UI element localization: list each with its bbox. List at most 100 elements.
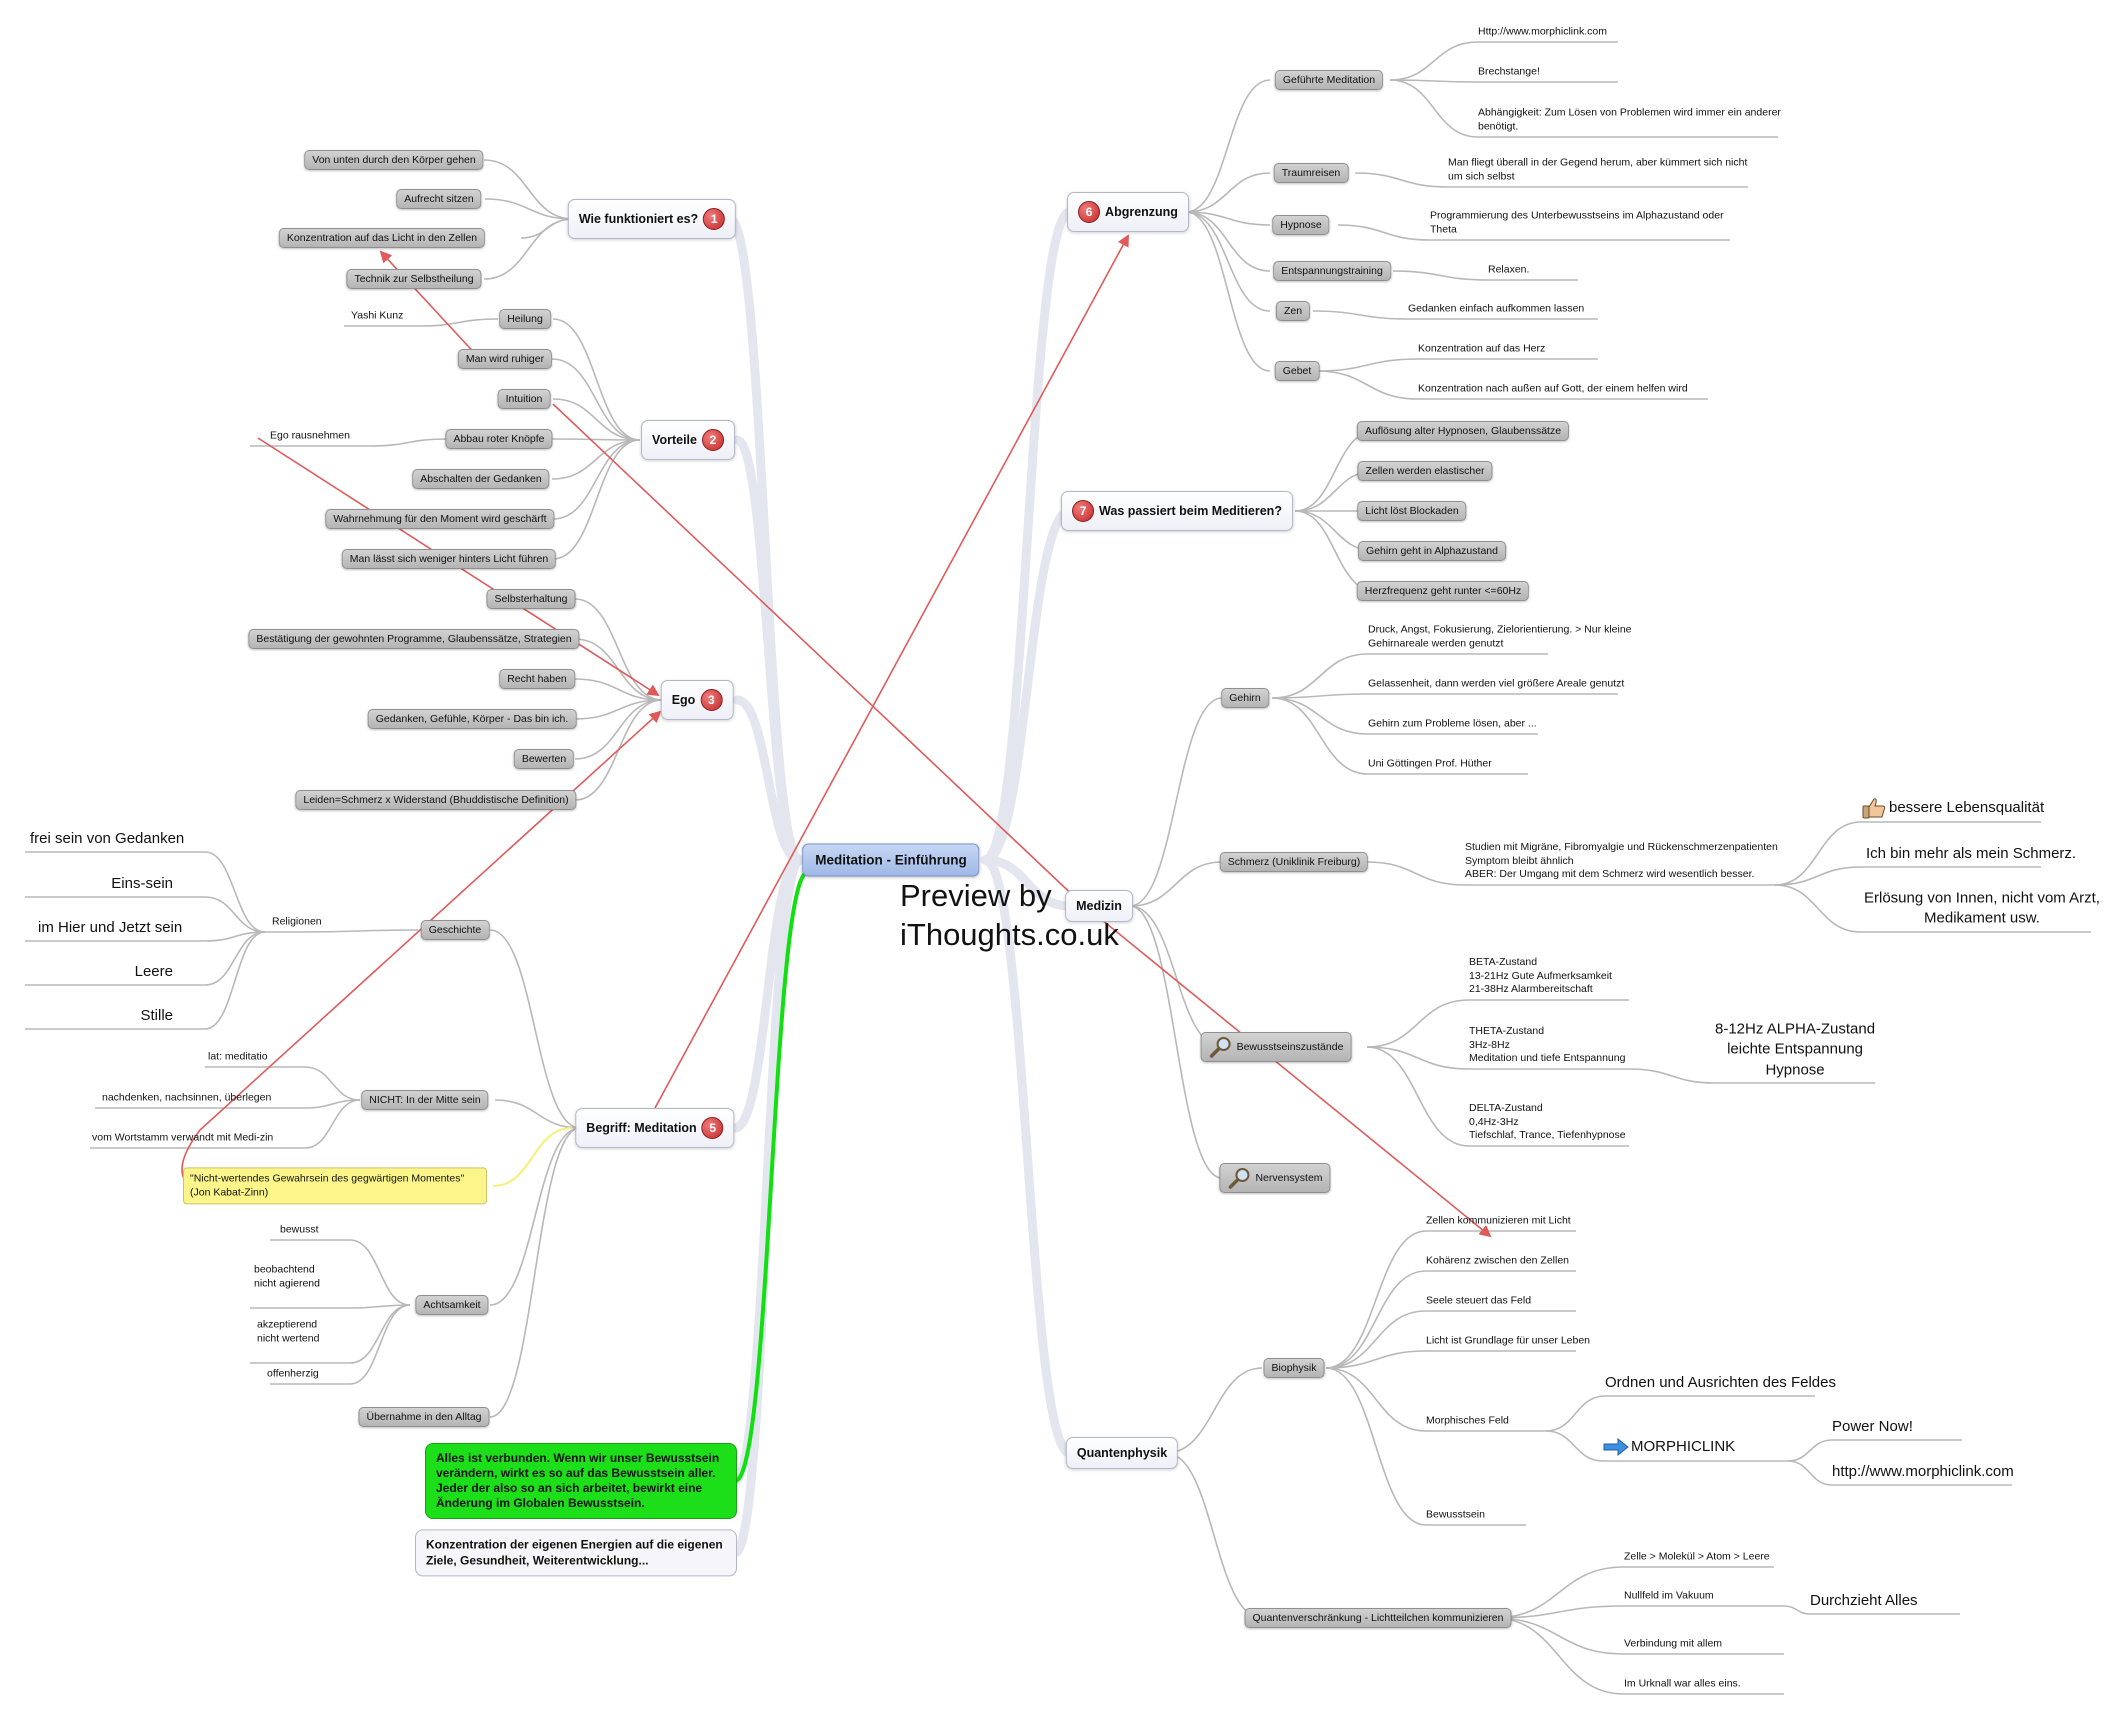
node-zen[interactable]: Zen bbox=[1275, 301, 1311, 321]
leaf-line: Abhängigkeit: Zum Lösen von Problemen wi… bbox=[1478, 106, 1781, 119]
node-recht-haben[interactable]: Recht haben bbox=[499, 669, 575, 689]
main-branch-connector bbox=[980, 855, 1075, 1458]
node-technik-selbstheilung[interactable]: Technik zur Selbstheilung bbox=[346, 269, 482, 289]
node-herzfrequenz[interactable]: Herzfrequenz geht runter <=60Hz bbox=[1356, 581, 1530, 601]
node-selbsterhaltung[interactable]: Selbsterhaltung bbox=[486, 589, 576, 609]
node-zellen-elastischer[interactable]: Zellen werden elastischer bbox=[1357, 461, 1493, 481]
node-nervensystem[interactable]: Nervensystem bbox=[1219, 1163, 1331, 1193]
topic-vorteile[interactable]: Vorteile 2 bbox=[641, 420, 735, 460]
leaf-connector bbox=[304, 1066, 361, 1101]
yellow-branch-connector bbox=[492, 1127, 573, 1187]
leaf-ordnen-feld: Ordnen und Ausrichten des Feldes bbox=[1605, 1373, 1836, 1391]
node-nicht-in-der-mitte[interactable]: NICHT: In der Mitte sein bbox=[361, 1090, 489, 1110]
leaf-line: akzeptierend bbox=[257, 1318, 318, 1331]
leaf-frei-sein: frei sein von Gedanken bbox=[30, 829, 185, 847]
leaf-seele-feld: Seele steuert das Feld bbox=[1426, 1294, 1532, 1307]
leaf-kohaerenz: Kohärenz zwischen den Zellen bbox=[1426, 1254, 1570, 1267]
leaf-connector bbox=[299, 929, 419, 933]
note-alles-verbunden[interactable]: Alles ist verbunden. Wenn wir unser Bewu… bbox=[425, 1443, 737, 1519]
node-geschichte[interactable]: Geschichte bbox=[420, 920, 490, 940]
node-abschalten-gedanken[interactable]: Abschalten der Gedanken bbox=[412, 469, 550, 489]
watermark-line-2: iThoughts.co.uk bbox=[900, 916, 1119, 952]
node-schmerz-uniklinik[interactable]: Schmerz (Uniklinik Freiburg) bbox=[1219, 852, 1369, 872]
leaf-connector bbox=[1325, 1270, 1427, 1369]
leaf-line: THETA-Zustand bbox=[1469, 1025, 1545, 1038]
node-gehirn[interactable]: Gehirn bbox=[1221, 688, 1269, 708]
node-bewerten[interactable]: Bewerten bbox=[513, 749, 575, 769]
subtopic-connector bbox=[552, 439, 641, 560]
topic-label: Ego bbox=[671, 693, 696, 707]
leaf-line: MORPHICLINK bbox=[1631, 1437, 1736, 1455]
leaf-connector bbox=[1316, 358, 1419, 372]
node-quantenverschraenkung[interactable]: Quantenverschränkung - Lichtteilchen kom… bbox=[1244, 1608, 1512, 1628]
node-bestaetigung[interactable]: Bestätigung der gewohnten Programme, Gla… bbox=[248, 629, 580, 649]
note-kabat-zinn[interactable]: "Nicht-wertendes Gewahrsein des gegwärti… bbox=[183, 1167, 487, 1205]
node-licht-loest-blockaden[interactable]: Licht löst Blockaden bbox=[1357, 501, 1467, 521]
leaf-connector bbox=[1316, 370, 1419, 400]
node-gedanken-gefuehle[interactable]: Gedanken, Gefühle, Körper - Das bin ich. bbox=[367, 709, 577, 729]
priority-2-badge: 2 bbox=[701, 429, 724, 451]
note-konzentration-energien[interactable]: Konzentration der eigenen Energien auf d… bbox=[415, 1529, 737, 1577]
node-achtsamkeit[interactable]: Achtsamkeit bbox=[415, 1295, 489, 1315]
node-hypnose[interactable]: Hypnose bbox=[1272, 215, 1330, 235]
node-konzentration-licht[interactable]: Konzentration auf das Licht in den Zelle… bbox=[278, 228, 486, 248]
node-gehirn-alphazustand[interactable]: Gehirn geht in Alphazustand bbox=[1358, 541, 1506, 561]
leaf-connector bbox=[1271, 653, 1369, 699]
leaf-connector bbox=[1783, 1605, 1811, 1615]
node-aufloesung-hypnosen[interactable]: Auflösung alter Hypnosen, Glaubenssätze bbox=[1356, 421, 1570, 441]
node-traumreisen[interactable]: Traumreisen bbox=[1273, 163, 1349, 183]
node-heilung[interactable]: Heilung bbox=[499, 309, 551, 329]
subtopic-connector bbox=[483, 159, 574, 220]
subtopic-connector bbox=[1129, 905, 1223, 1179]
node-gebet[interactable]: Gebet bbox=[1274, 361, 1320, 381]
topic-was-passiert[interactable]: 7 Was passiert beim Meditieren? bbox=[1061, 491, 1293, 531]
subtopic-connector bbox=[1185, 79, 1271, 213]
leaf-connector bbox=[1271, 697, 1369, 735]
leaf-connector bbox=[1774, 866, 1862, 886]
node-weniger-hinters-licht[interactable]: Man lässt sich weniger hinters Licht füh… bbox=[341, 549, 557, 569]
topic-abgrenzung[interactable]: 6 Abgrenzung bbox=[1067, 192, 1189, 232]
node-gefuehrte-meditation[interactable]: Geführte Meditation bbox=[1274, 70, 1384, 90]
leaf-stille: Stille bbox=[140, 1006, 173, 1024]
leaf-connector bbox=[1325, 1230, 1427, 1369]
leaf-ego-rausnehmen: Ego rausnehmen bbox=[270, 429, 350, 442]
node-biophysik[interactable]: Biophysik bbox=[1263, 1358, 1325, 1378]
leaf-line: nicht agierend bbox=[254, 1277, 320, 1290]
leaf-line: 21-38Hz Alarmbereitschaft bbox=[1469, 983, 1593, 996]
node-uebernahme-alltag[interactable]: Übernahme in den Alltag bbox=[358, 1407, 490, 1427]
thumbs-up-icon bbox=[1861, 797, 1887, 819]
leaf-connector bbox=[349, 1304, 411, 1364]
leaf-programmierung: Programmierung des Unterbewusstseins im … bbox=[1430, 210, 1724, 240]
subtopic-connector bbox=[552, 398, 641, 441]
leaf-line: Hypnose bbox=[1765, 1060, 1825, 1078]
leaf-verbindung-allem: Verbindung mit allem bbox=[1624, 1637, 1723, 1650]
node-leiden[interactable]: Leiden=Schmerz x Widerstand (Bhuddistisc… bbox=[295, 790, 577, 810]
leaf-line: Symptom bleibt ähnlich bbox=[1465, 854, 1574, 867]
leaf-connector bbox=[419, 318, 499, 327]
node-von-unten[interactable]: Von unten durch den Körper gehen bbox=[304, 150, 484, 170]
leaf-erloesung: Erlösung von Innen, nicht vom Arzt,Medik… bbox=[1864, 889, 2100, 933]
topic-ego[interactable]: Ego 3 bbox=[660, 680, 734, 720]
leaf-relaxen: Relaxen. bbox=[1488, 263, 1530, 276]
leaf-zelle-molekuel: Zelle > Molekül > Atom > Leere bbox=[1624, 1550, 1770, 1563]
central-topic[interactable]: Meditation - Einführung bbox=[802, 843, 980, 877]
topic-begriff-meditation[interactable]: Begriff: Meditation 5 bbox=[575, 1108, 735, 1148]
node-man-wird-ruhiger[interactable]: Man wird ruhiger bbox=[457, 349, 553, 369]
topic-quantenphysik[interactable]: Quantenphysik bbox=[1065, 1437, 1179, 1469]
topic-wie-funktioniert[interactable]: Wie funktioniert es? 1 bbox=[567, 199, 737, 239]
leaf-man-fliegt: Man fliegt überall in der Gegend herum, … bbox=[1448, 157, 1747, 187]
node-abbau-roter-knoepfe[interactable]: Abbau roter Knöpfe bbox=[445, 429, 553, 449]
node-label: Bewusstseinszustände bbox=[1236, 1040, 1344, 1053]
subtopic-connector bbox=[489, 1127, 581, 1306]
node-intuition[interactable]: Intuition bbox=[497, 389, 551, 409]
node-wahrnehmung[interactable]: Wahrnehmung für den Moment wird geschärf… bbox=[325, 509, 555, 529]
topic-medizin[interactable]: Medizin bbox=[1065, 890, 1133, 922]
leaf-bewusstsein: Bewusstsein bbox=[1426, 1508, 1485, 1521]
node-bewusstseinszustaende[interactable]: Bewusstseinszustände bbox=[1200, 1032, 1352, 1062]
node-aufrecht-sitzen[interactable]: Aufrecht sitzen bbox=[396, 189, 482, 209]
node-entspannungstraining[interactable]: Entspannungstraining bbox=[1273, 261, 1391, 281]
main-branch-connector bbox=[732, 695, 805, 865]
leaf-mehr-als-schmerz: Ich bin mehr als mein Schmerz. bbox=[1866, 844, 2077, 862]
